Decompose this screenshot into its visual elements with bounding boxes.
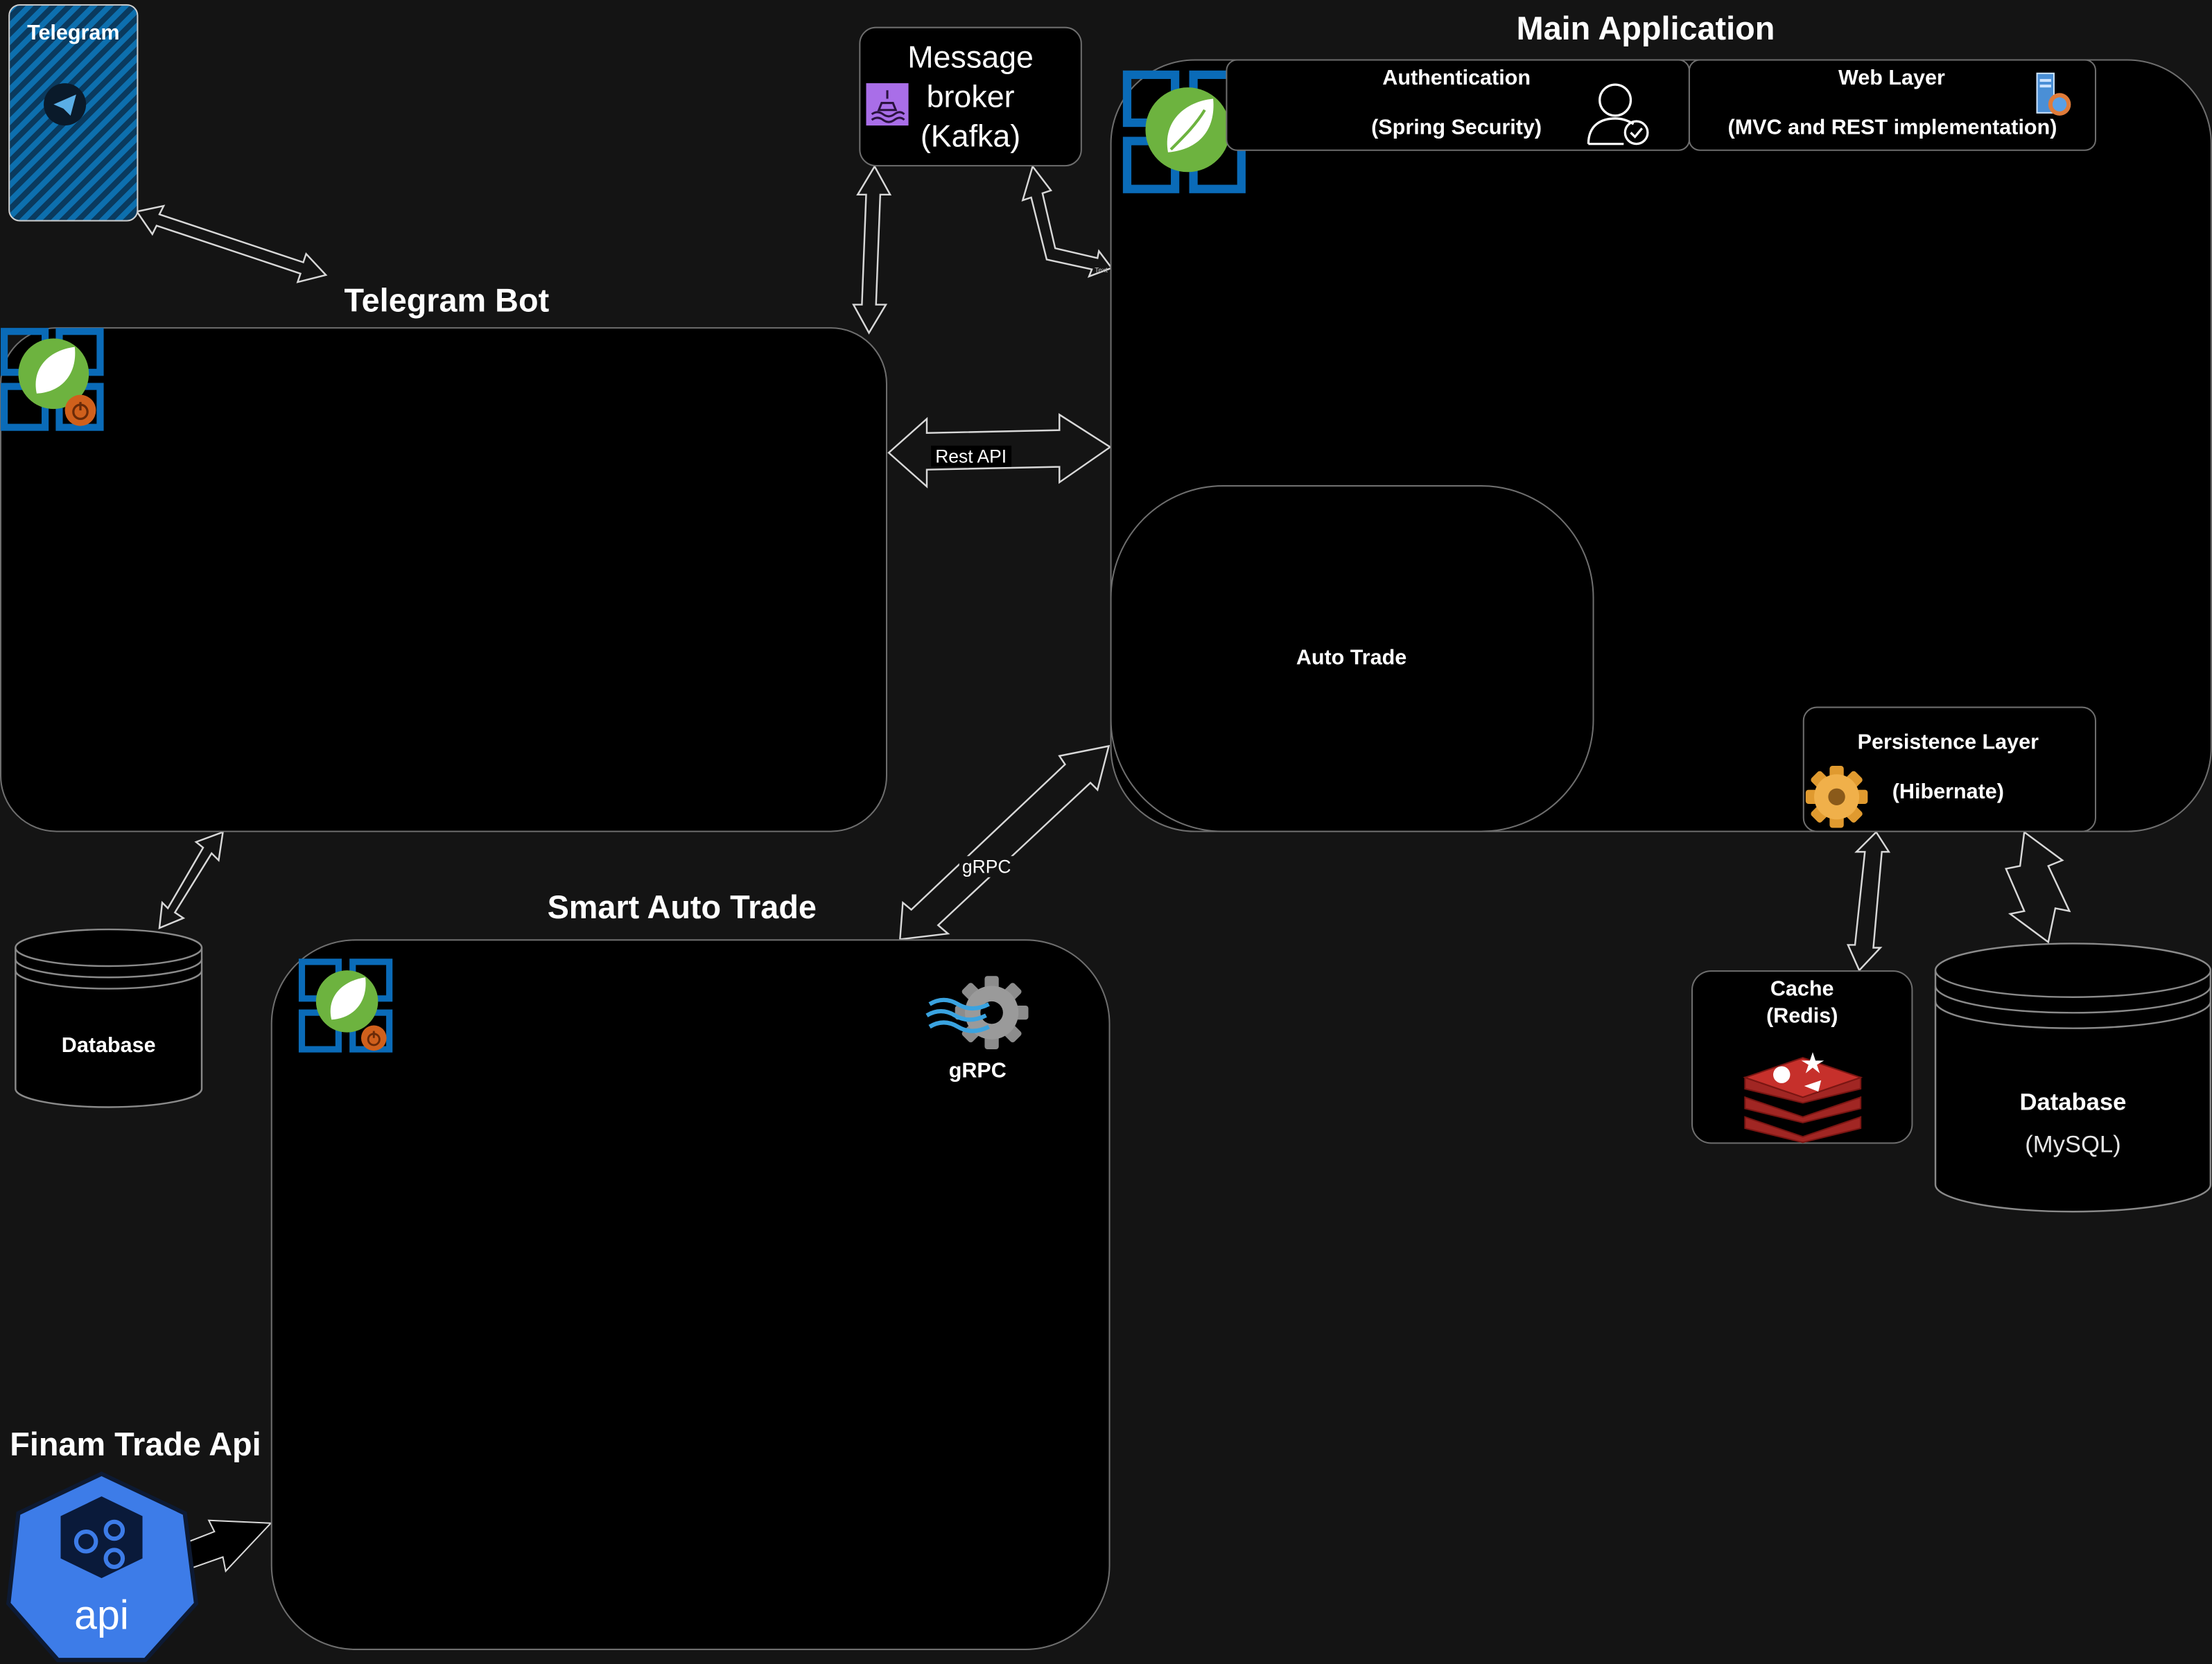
persistence-subtitle: (Hibernate)	[1892, 780, 2004, 804]
arrow-cache	[1846, 830, 1891, 972]
bot-database[interactable]	[14, 928, 203, 1108]
telegram-icon	[42, 82, 87, 127]
user-check-icon	[1585, 82, 1653, 150]
rest-api-label: Rest API	[931, 446, 1011, 467]
svg-text:Text: Text	[1095, 267, 1108, 274]
auto-trade-label: Auto Trade	[1296, 646, 1407, 670]
telegram-bot-container[interactable]	[0, 327, 888, 832]
web-server-icon	[2031, 71, 2073, 119]
arrow-kafka-bot	[852, 164, 892, 335]
arrow-telegram-bot	[135, 204, 328, 283]
auto-trade-module[interactable]	[1110, 485, 1594, 832]
gear-icon	[1803, 762, 1876, 832]
authentication-layer[interactable]	[1226, 59, 1690, 151]
telegram-bot-title: Telegram Bot	[344, 282, 550, 319]
web-title: Web Layer	[1838, 66, 1945, 91]
arrow-main-db	[2005, 830, 2071, 944]
arrow-bot-db	[158, 830, 225, 929]
finam-title: Finam Trade Api	[10, 1426, 261, 1463]
main-database-mysql[interactable]	[1934, 942, 2212, 1213]
main-app-title: Main Application	[1516, 10, 1775, 47]
kafka-icon	[866, 83, 909, 126]
spring-boot-icon	[297, 958, 396, 1056]
cache-line2: (Redis)	[1766, 1004, 1838, 1028]
smart-auto-trade-title: Smart Auto Trade	[547, 888, 817, 925]
smart-auto-trade-container[interactable]	[270, 939, 1111, 1650]
web-layer[interactable]	[1688, 59, 2097, 151]
grpc-icon	[924, 973, 1031, 1055]
cache-redis[interactable]	[1691, 970, 1913, 1144]
main-database-sublabel: (MySQL)	[2025, 1131, 2121, 1158]
web-subtitle: (MVC and REST implementation)	[1727, 115, 2057, 140]
finam-api-icon[interactable]	[4, 1471, 199, 1664]
telegram-label: Telegram	[27, 21, 120, 46]
finam-api-label: api	[74, 1593, 129, 1639]
grpc-connection-label: gRPC	[959, 856, 1014, 877]
persistence-title: Persistence Layer	[1857, 730, 2039, 755]
main-database-label: Database	[2019, 1089, 2127, 1116]
arrow-grpc	[898, 744, 1111, 940]
kafka-line3: (Kafka)	[920, 118, 1021, 154]
kafka-line2: broker	[926, 78, 1015, 114]
redis-icon	[1742, 1044, 1863, 1144]
arrow-kafka-main	[1021, 164, 1113, 278]
auth-title: Authentication	[1382, 66, 1531, 91]
bot-database-label: Database	[61, 1033, 156, 1058]
kafka-line1: Message	[907, 39, 1034, 75]
cache-line1: Cache	[1770, 977, 1834, 1001]
auth-subtitle: (Spring Security)	[1371, 115, 1542, 140]
spring-boot-icon	[0, 327, 110, 437]
grpc-icon-label: gRPC	[948, 1059, 1007, 1083]
